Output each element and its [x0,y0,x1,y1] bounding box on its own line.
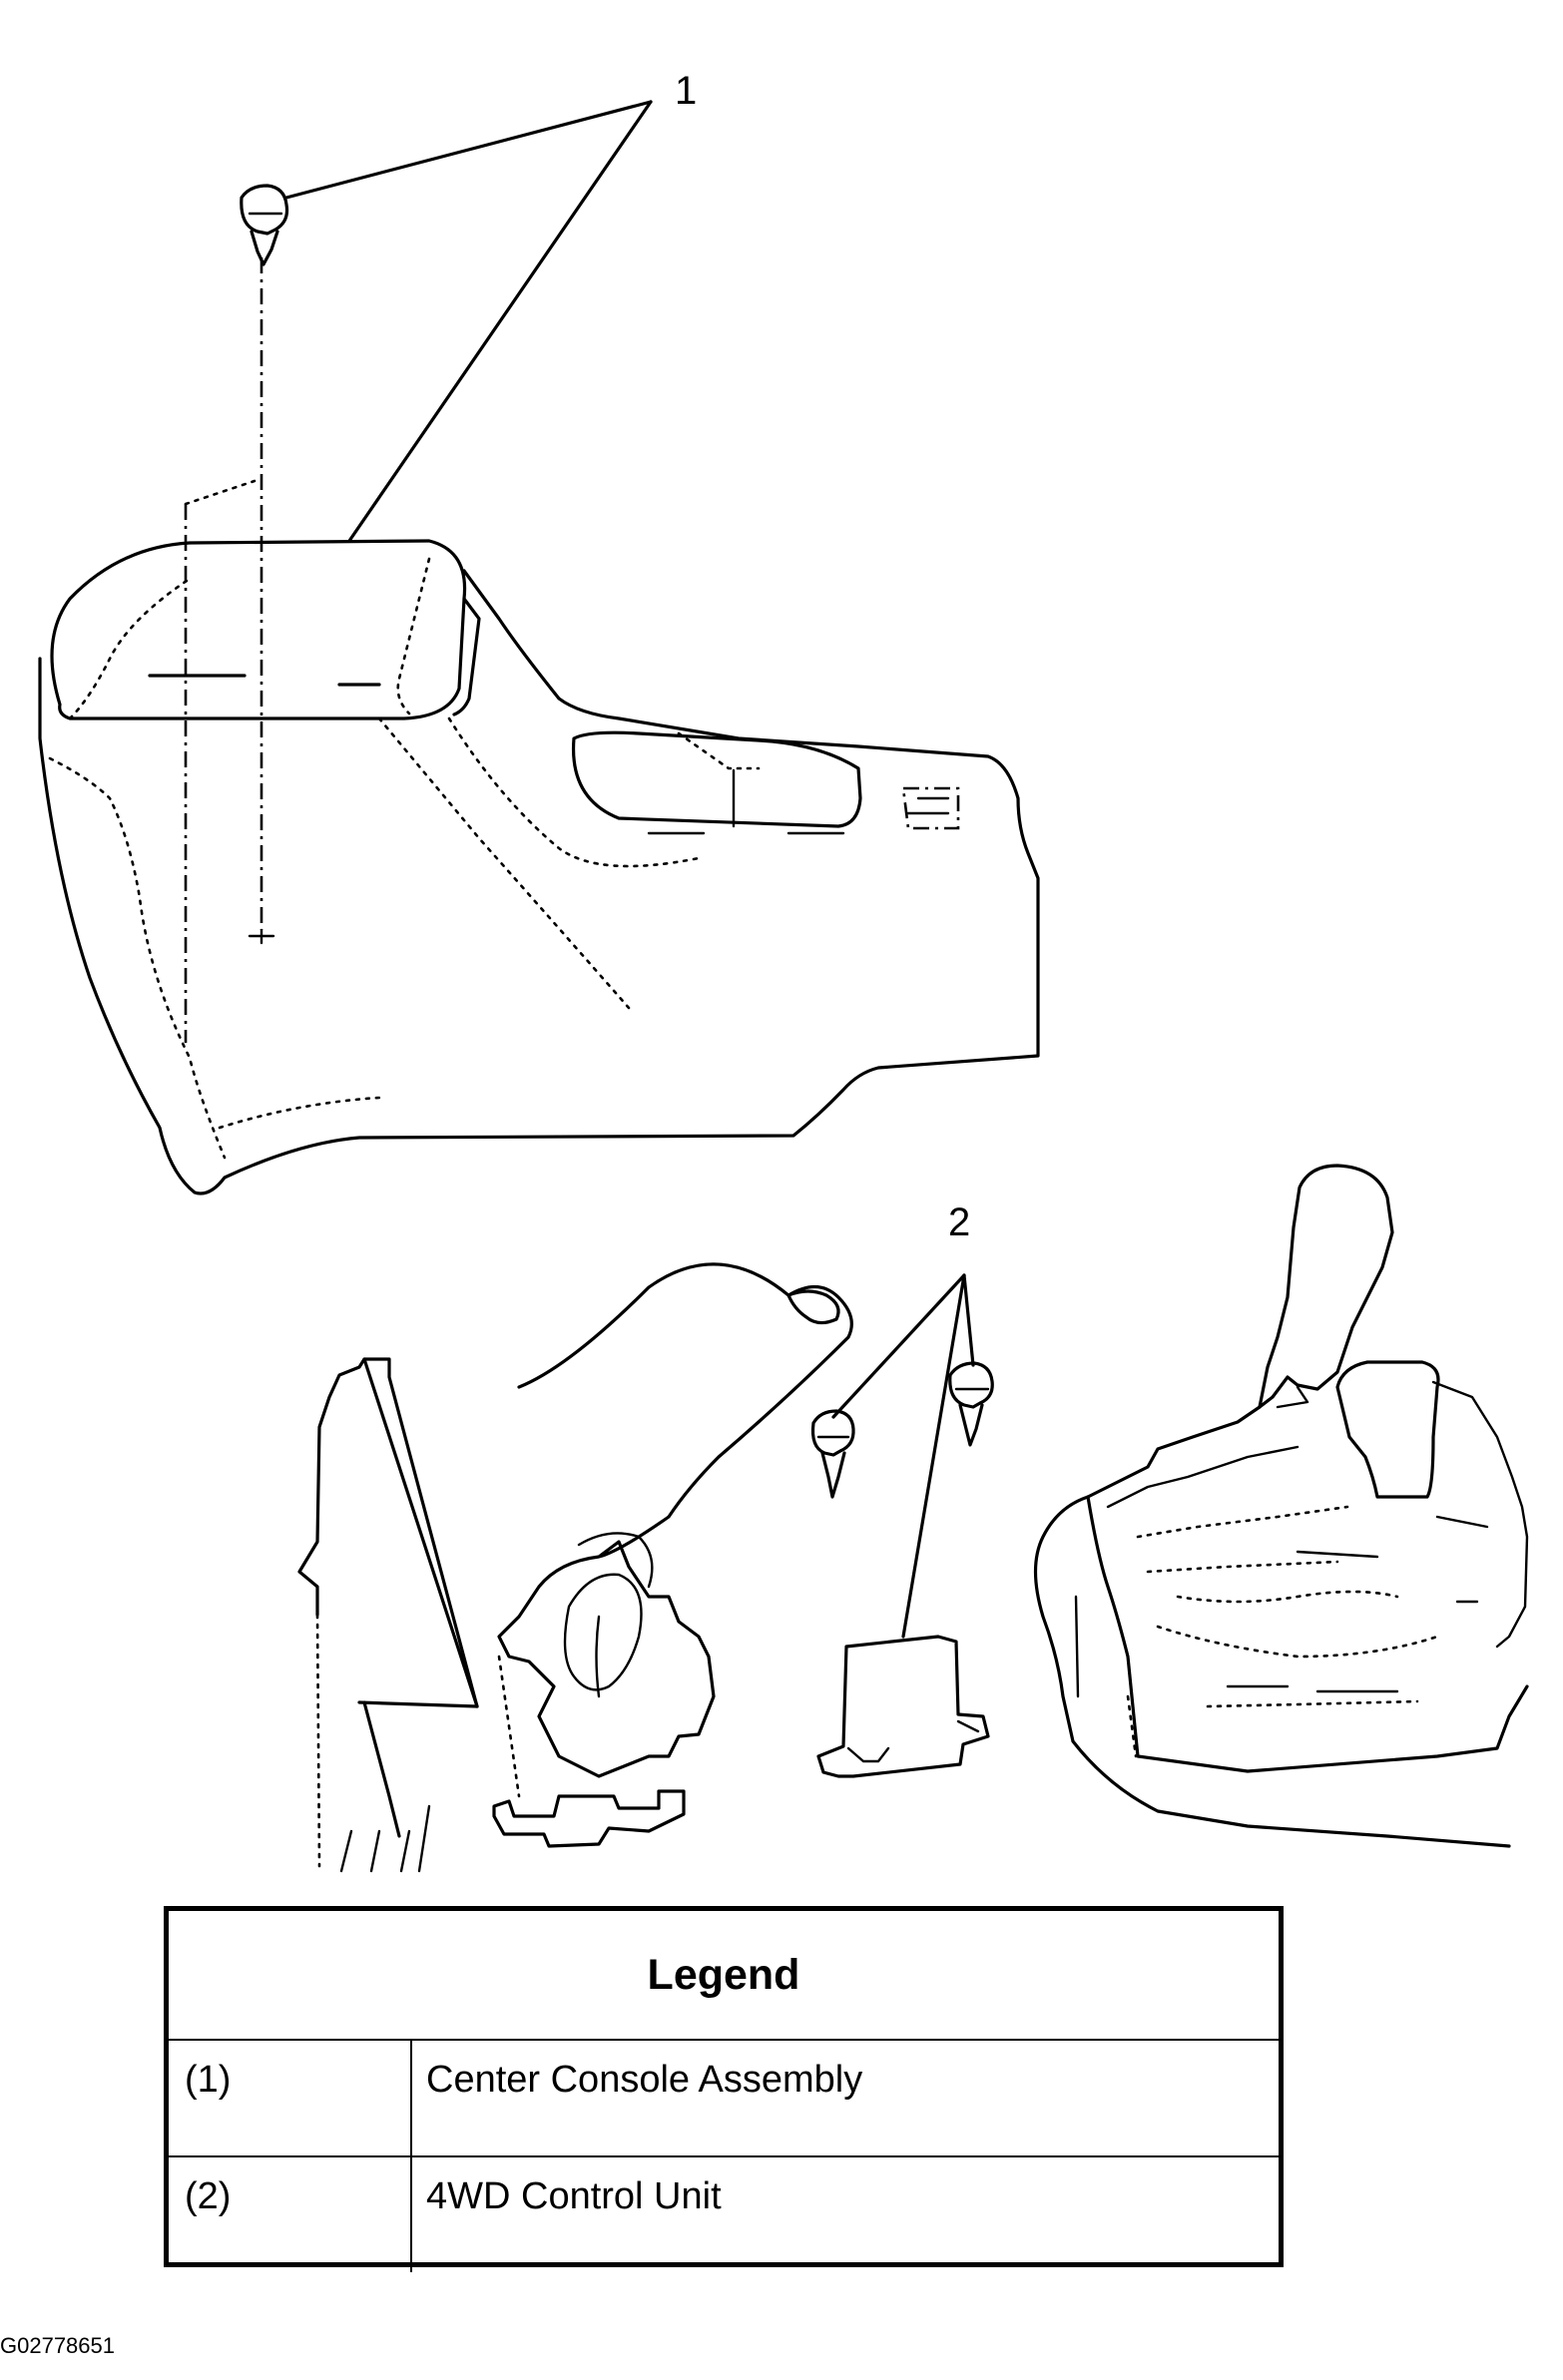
exploded-view-diagram: 1 2 [38,69,1529,1873]
4wd-control-unit [816,1635,990,1778]
legend-label: Center Console Assembly [426,2059,863,2101]
center-console-assembly [38,539,1040,1195]
legend-code: (2) [169,2157,412,2272]
console-bracket [297,1357,479,1873]
callout-1: 1 [675,69,697,113]
clip-fastener-icon [948,1361,994,1447]
legend-row: (1) Center Console Assembly [169,2041,1279,2155]
shifter-assembly [1033,1164,1529,1848]
leader-line [901,1273,966,1639]
legend-row: (2) 4WD Control Unit [169,2155,1279,2272]
figure-id: G02778651 [0,2333,115,2358]
leader-line [962,1273,975,1367]
clip-fastener-icon [240,184,289,266]
leader-line [831,1273,966,1419]
legend-code: (1) [169,2041,412,2155]
legend-title: Legend [169,1911,1279,2041]
legend-table: Legend (1) Center Console Assembly (2) 4… [164,1906,1284,2272]
callout-2: 2 [948,1200,970,1244]
leader-line [347,100,653,543]
clip-fastener-icon [810,1409,855,1499]
leader-line [284,100,653,200]
parking-brake-lever [492,1262,853,1848]
legend-label: 4WD Control Unit [426,2175,722,2217]
